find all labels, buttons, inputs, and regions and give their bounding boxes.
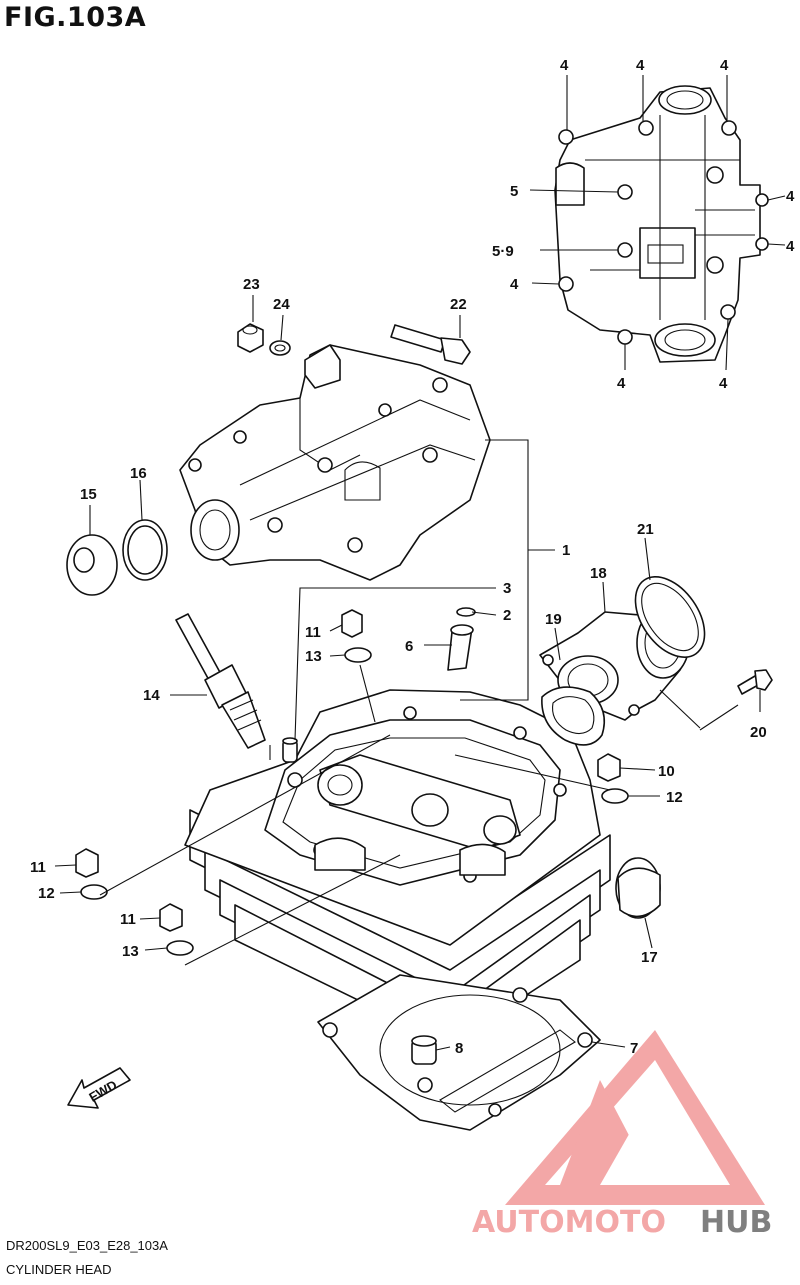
watermark-text-hub: HUB [700,1205,772,1240]
end-cap [615,857,661,919]
inspection-plug [66,534,118,596]
callout-24: 24 [273,296,290,313]
dowel-pins [282,737,437,1065]
intake-bolt [737,669,773,695]
housing-nut-washer [237,323,291,356]
fwd-arrow: FWD [67,1067,131,1109]
callout-14: 14 [143,687,160,704]
callout-4: 4 [510,276,519,293]
callout-12: 12 [38,885,55,902]
callout-1: 1 [562,542,570,559]
valve-guide [447,607,476,671]
callout-4: 4 [636,57,645,74]
callout-2: 2 [503,607,511,624]
callout-12: 12 [666,789,683,806]
callout-4: 4 [617,375,626,392]
camshaft-housing [179,344,491,581]
plug-o-ring [122,519,168,581]
callout-15: 15 [80,486,97,503]
callout-4: 4 [786,238,795,255]
callout-20: 20 [750,724,767,741]
callout-4: 4 [786,188,795,205]
callout-17: 17 [641,949,658,966]
callout-7: 7 [630,1040,638,1057]
callout-21: 21 [637,521,654,538]
callout-8: 8 [455,1040,463,1057]
callout-13: 13 [122,943,139,960]
intake-gasket [541,686,606,746]
cylinder-head-gasket [317,974,601,1131]
housing-bolt [390,324,471,365]
callout-3: 3 [503,580,511,597]
callout-4: 4 [560,57,569,74]
callout-5: 5 [510,183,518,200]
callout-10: 10 [658,763,675,780]
callout-5-9: 5·9 [492,243,514,260]
callout-4: 4 [719,375,728,392]
leader-lines [54,75,786,1051]
callout-23: 23 [243,276,260,293]
watermark-text-main: AUTOMOTO [472,1205,666,1240]
spark-plug [175,613,266,749]
callout-18: 18 [590,565,607,582]
diagram-caption: CYLINDER HEAD [6,1262,112,1277]
callout-labels: 4 4 4 5 4 5·9 4 4 4 4 23 24 22 16 15 1 2… [30,57,795,1057]
small-nuts-washers [75,609,629,956]
callout-4: 4 [720,57,729,74]
callout-6: 6 [405,638,413,655]
callout-19: 19 [545,611,562,628]
callout-11: 11 [30,859,46,876]
callout-22: 22 [450,296,467,313]
cylinder-head-cover [554,85,769,363]
callout-16: 16 [130,465,147,482]
intake-clamp [634,575,706,659]
callout-11: 11 [120,911,136,928]
watermark-logo: AUTOMOTO HUB [472,1030,772,1240]
callout-13: 13 [305,648,322,665]
callout-11: 11 [305,624,321,641]
figure-title: FIG.103A [4,2,147,33]
diagram-code: DR200SL9_E03_E28_103A [6,1238,168,1253]
